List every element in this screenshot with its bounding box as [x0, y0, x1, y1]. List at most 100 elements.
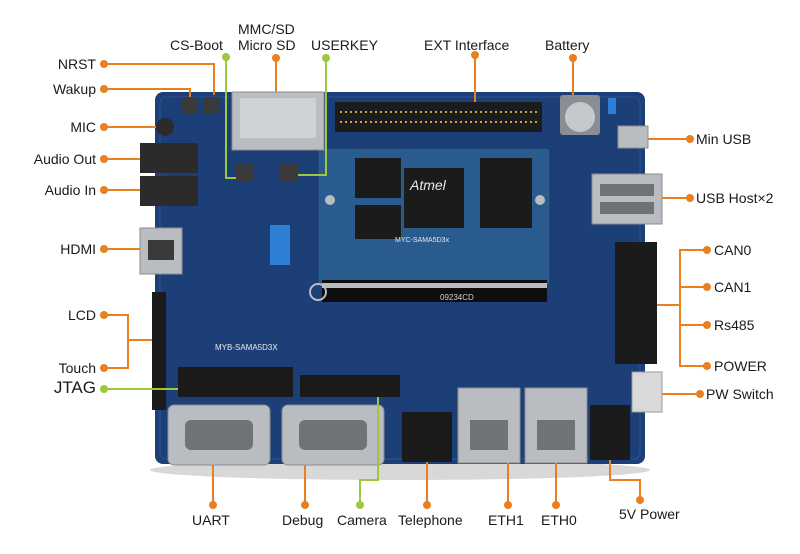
pw-switch [631, 371, 663, 413]
uart-db9-inner [185, 420, 253, 450]
dot-can0 [703, 246, 711, 254]
eth0-opening [537, 420, 575, 450]
hdmi-opening [148, 240, 174, 260]
jumper-block [270, 225, 290, 265]
label-userkey: USERKEY [311, 37, 378, 53]
dot-eth1 [504, 501, 512, 509]
dot-uart [209, 501, 217, 509]
label-usb-host: USB Host×2 [696, 190, 774, 206]
dot-mic [100, 123, 108, 131]
battery-jumper [608, 98, 616, 114]
nrst-button [204, 97, 220, 113]
eth1-opening [470, 420, 508, 450]
usb-host-ports [591, 173, 663, 225]
dot-lcd [100, 311, 108, 319]
userkey-button [280, 163, 298, 181]
label-nrst: NRST [57, 56, 96, 72]
dot-jtag [100, 385, 108, 393]
board-shadow [150, 460, 650, 480]
mini-usb-port [617, 125, 649, 149]
label-telephone: Telephone [398, 512, 463, 528]
audio-in-jack [140, 176, 198, 206]
leader-dots-green [100, 53, 364, 509]
label-battery: Battery [545, 37, 590, 53]
label-pw-switch: PW Switch [706, 386, 774, 402]
som-screw-left [325, 195, 335, 205]
label-mmc-sd: MMC/SD [238, 21, 295, 37]
leader-nrst [104, 63, 215, 95]
dot-userkey [322, 54, 330, 62]
slot-code: 09234CD [440, 293, 474, 302]
label-touch: Touch [58, 360, 96, 376]
label-jtag: JTAG [53, 378, 96, 397]
label-micro-sd: Micro SD [238, 37, 296, 53]
dot-hdmi [100, 245, 108, 253]
leader-cs-boot [225, 57, 236, 179]
som-screw-right [535, 195, 545, 205]
dot-audio-in [100, 186, 108, 194]
leader-lines-orange [104, 55, 707, 505]
label-ext-interface: EXT Interface [424, 37, 510, 53]
dot-pw-switch [696, 390, 704, 398]
power-jack [590, 405, 630, 460]
usb-host-upper [600, 184, 654, 196]
dot-cs-boot [222, 53, 230, 61]
dot-usb-host [686, 194, 694, 202]
board-name: MYB-SAMA5D3X [215, 343, 278, 352]
leader-dots-orange [100, 51, 711, 509]
label-can0: CAN0 [714, 242, 752, 258]
jtag-header [178, 367, 293, 397]
dot-mmc [272, 54, 280, 62]
atmel-logo: Atmel [409, 177, 447, 193]
ddr-chip-2 [355, 205, 401, 239]
dot-eth0 [552, 501, 560, 509]
usb-host-lower [600, 202, 654, 214]
dot-ext [471, 51, 479, 59]
ext-header-right [470, 102, 542, 132]
leader-terminal-bracket [679, 249, 707, 367]
dot-touch [100, 364, 108, 372]
dot-nrst [100, 60, 108, 68]
label-eth1: ETH1 [488, 512, 524, 528]
som-name: MYC-SAMA5D3x [395, 237, 450, 244]
label-debug: Debug [282, 512, 324, 528]
label-lcd: LCD [67, 307, 96, 323]
telephone-jack [402, 412, 452, 462]
dot-power [703, 362, 711, 370]
label-audio-in: Audio In [44, 182, 96, 198]
label-eth0: ETH0 [541, 512, 577, 528]
battery-cell [565, 102, 595, 132]
label-wakup: Wakup [52, 81, 96, 97]
dot-wakup [100, 85, 108, 93]
label-audio-out: Audio Out [33, 151, 96, 167]
label-cs-boot: CS-Boot [170, 37, 223, 53]
label-camera: Camera [337, 512, 387, 528]
dot-audio-out [100, 155, 108, 163]
mic-component [156, 118, 174, 136]
dot-telephone [423, 501, 431, 509]
leader-5v [609, 460, 641, 500]
dot-battery [569, 54, 577, 62]
sd-slot-inner [240, 98, 316, 138]
leader-lines-green [104, 57, 379, 505]
camera-header [300, 375, 400, 397]
leader-userkey [298, 58, 327, 176]
label-power: POWER [714, 358, 767, 374]
label-5v-power: 5V Power [619, 506, 680, 522]
dot-can1 [703, 283, 711, 291]
debug-db9-inner [299, 420, 367, 450]
label-hdmi: HDMI [60, 241, 96, 257]
leader-wakup [104, 88, 191, 97]
leader-camera [359, 397, 379, 505]
label-rs485: Rs485 [714, 317, 755, 333]
ddr-chip-1 [355, 158, 401, 198]
dot-camera [356, 501, 364, 509]
label-can1: CAN1 [714, 279, 752, 295]
cpu-chip [404, 168, 464, 228]
label-mic: MIC [70, 119, 96, 135]
leader-lcd-touch [104, 314, 129, 369]
label-min-usb: Min USB [696, 131, 752, 147]
dot-debug [301, 501, 309, 509]
